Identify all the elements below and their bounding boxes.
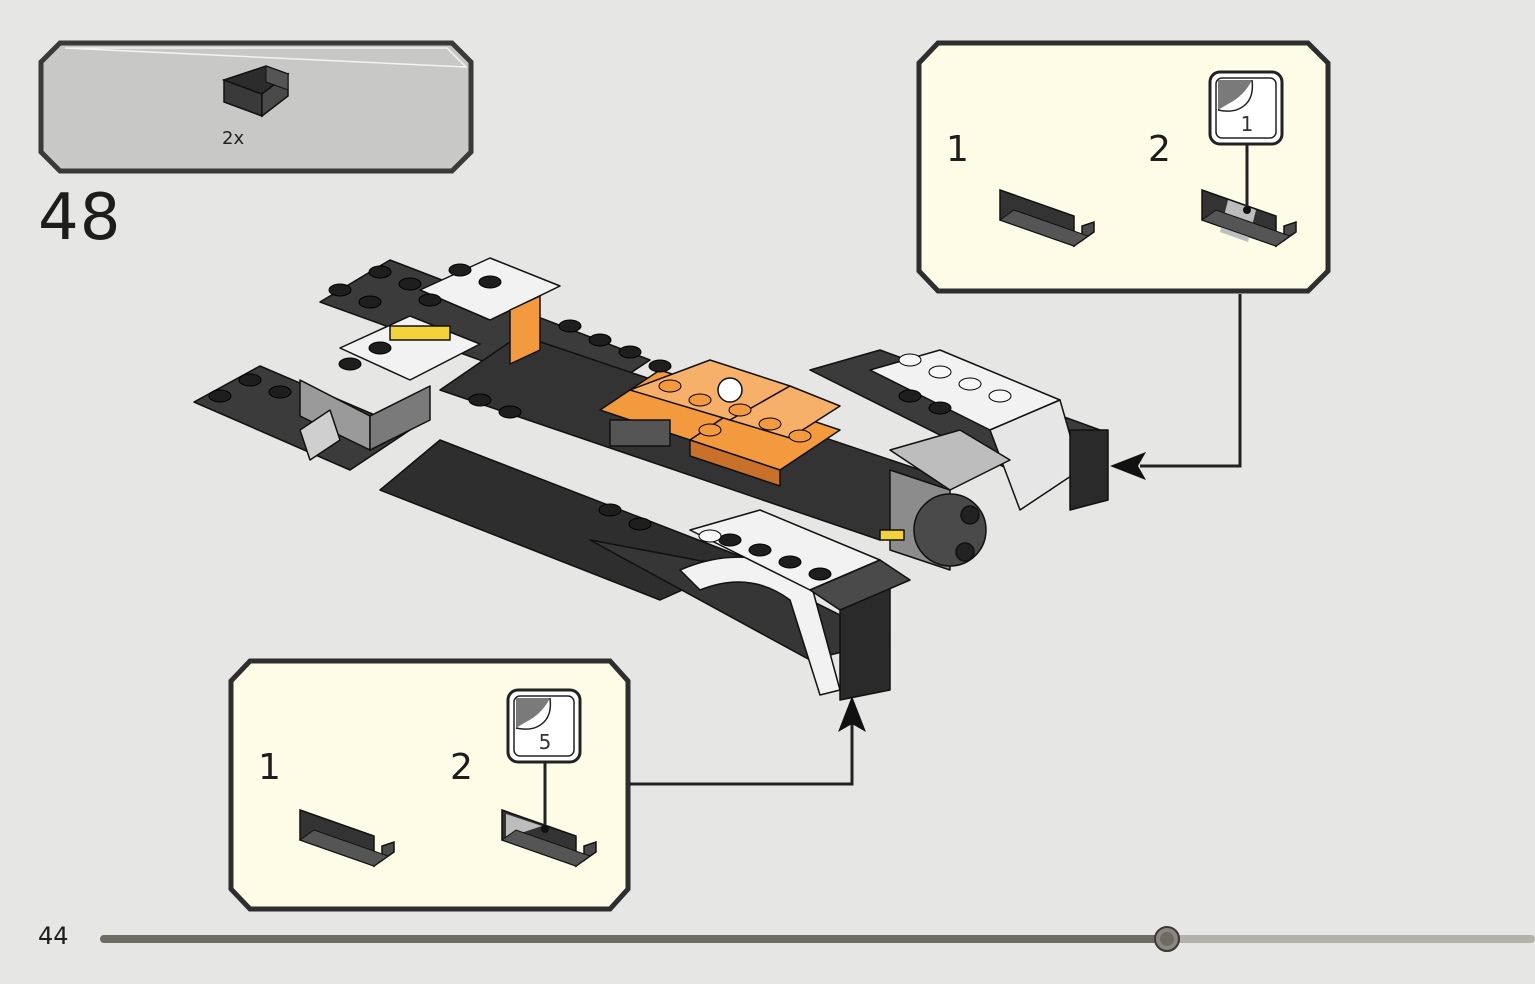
part-quantity: 2x: [222, 128, 245, 149]
sticker-number: 1: [1240, 112, 1254, 136]
black-panel-icon: [996, 182, 1098, 264]
black-panel-1x2-icon: [220, 64, 292, 120]
sub-step-1-label: 1: [946, 129, 969, 170]
sub-step-2-label: 2: [450, 747, 473, 788]
sticker-icon: [1208, 70, 1286, 148]
step-number: 48: [38, 181, 122, 255]
progress-bar: [98, 924, 1535, 954]
stickered-panel-icon: [498, 802, 600, 884]
model-illustration: [190, 240, 1120, 710]
page-number: 44: [38, 922, 69, 950]
parts-list-box: 2x: [38, 40, 474, 174]
sub-step-2-label: 2: [1148, 129, 1171, 170]
sub-step-1-label: 1: [258, 747, 281, 788]
sticker-icon: [506, 688, 584, 766]
sticker-number: 5: [538, 730, 552, 754]
black-panel-icon: [296, 802, 398, 884]
callout-box-2: 1 2 5: [228, 658, 643, 912]
